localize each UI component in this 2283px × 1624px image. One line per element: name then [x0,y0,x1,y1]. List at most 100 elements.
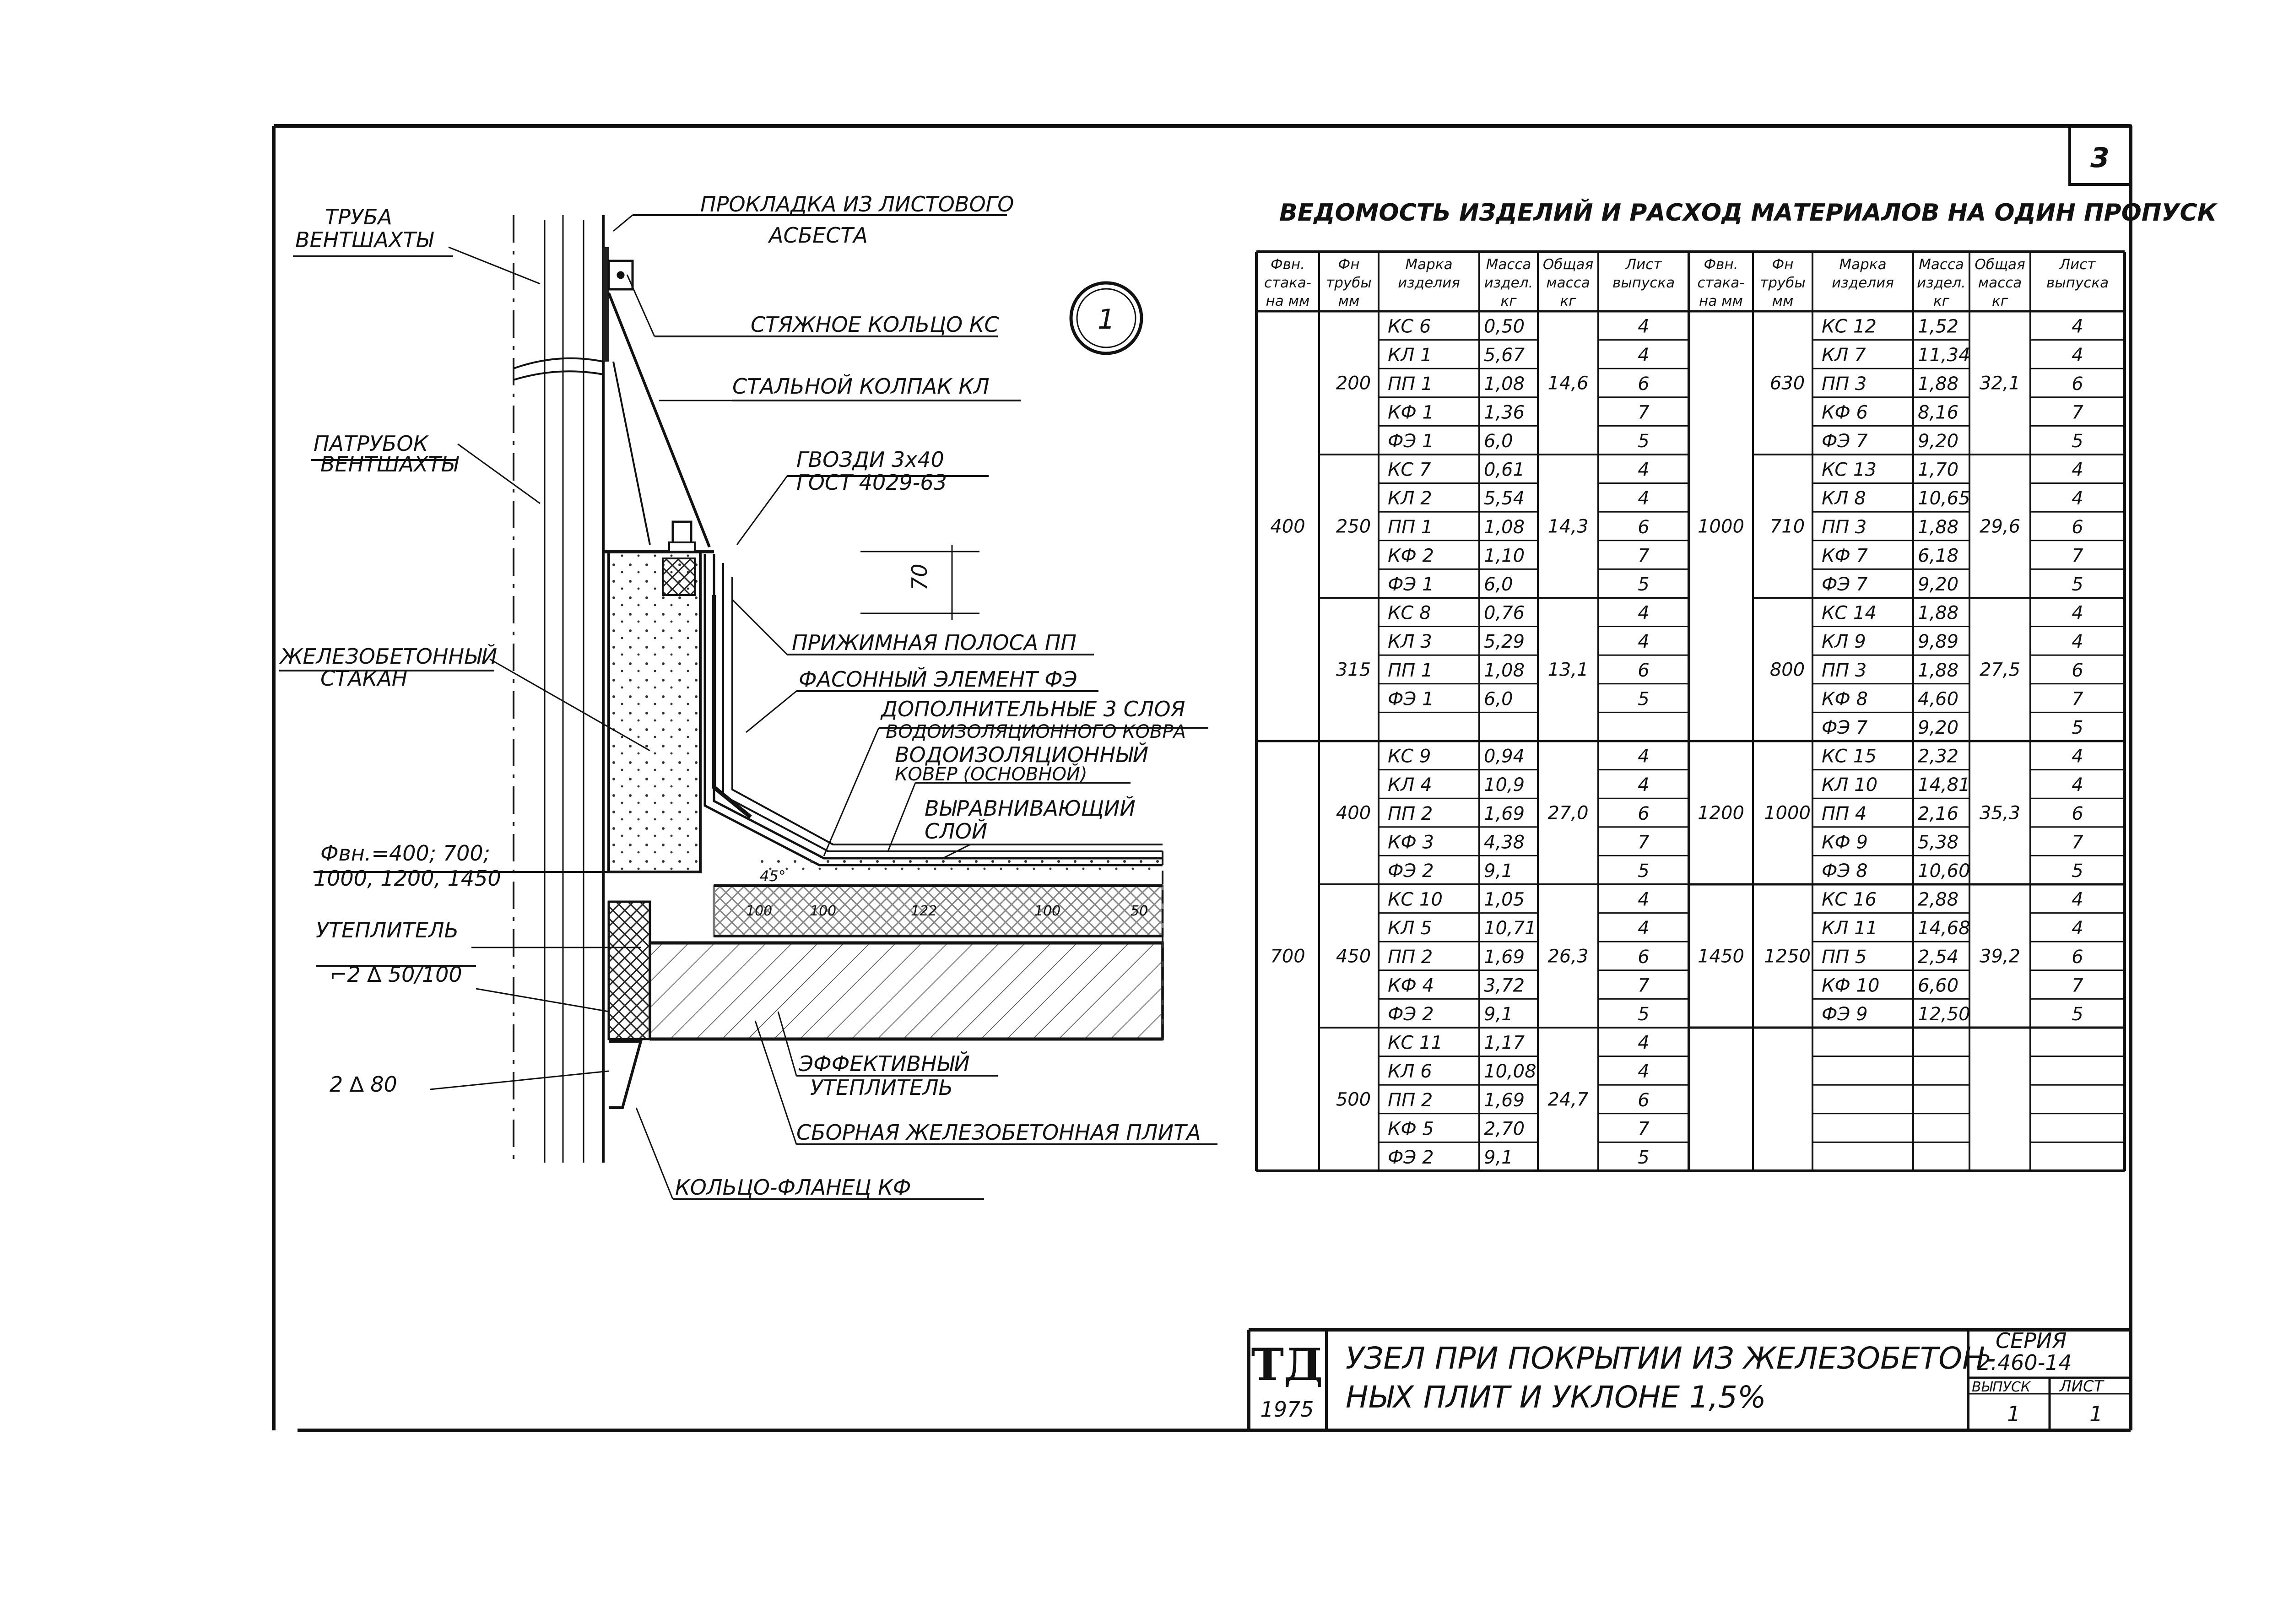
table-cell-sheet: 6 [2072,374,2083,395]
issue-value: 1 [2007,1402,2020,1426]
table-cell-total-mass: 39,2 [1980,946,2020,967]
table-cell-mass: 9,89 [1918,631,1958,652]
callout-diameters: Фвн.=400; 700; [320,841,490,866]
table-cell-total-mass: 35,3 [1980,803,2020,824]
table-cell-mass: 10,65 [1918,488,1970,509]
table-header-cell: на мм [1266,293,1310,309]
table-cell-mark: КЛ 7 [1822,345,1866,366]
table-cell-sheet: 4 [2072,603,2083,624]
detail-number-bubble: 1 [1069,281,1143,355]
table-cell-mass: 14,81 [1918,774,1970,796]
callout-leveling: ВЫРАВНИВАЮЩИЙ [925,796,1136,821]
callout-gasket: АСБЕСТА [768,223,868,248]
table-cell-mass: 2,54 [1918,947,1958,968]
table-cell-mass: 11,34 [1918,345,1970,366]
table-cell-mark: КС 6 [1388,316,1431,337]
table-cell-mass: 1,69 [1484,803,1525,824]
table-cell-mark: ПП 2 [1388,803,1433,824]
table-cell-sheet: 4 [1638,746,1649,767]
table-cell-pipe-diameter: 1000 [1764,803,1811,824]
table-cell-mark: КС 8 [1388,603,1431,624]
table-cell-pipe-diameter: 800 [1770,660,1805,681]
table-cell-mass: 0,94 [1484,746,1525,767]
table-cell-sheet: 6 [1638,517,1649,538]
table-cell-pipe-diameter: 1250 [1764,946,1811,967]
table-cell-mass: 5,38 [1918,832,1958,853]
table-header-cell: Масса [1486,256,1531,273]
table-header-cell: изделия [1398,275,1460,291]
table-cell-glass-diameter: 1000 [1698,516,1744,537]
table-cell-mark: КС 11 [1388,1033,1443,1054]
table-header-cell: Лист [1625,256,1662,273]
table-cell-mark: ФЭ 1 [1388,431,1434,452]
callout-main-carpet: КОВЕР (ОСНОВНОЙ) [895,763,1087,785]
table-cell-glass-diameter: 1200 [1698,803,1744,824]
table-cell-total-mass: 14,6 [1547,373,1588,394]
table-header-cell: Фн [1772,256,1794,273]
table-cell-mark: КЛ 11 [1822,918,1877,939]
table-cell-sheet: 7 [2072,688,2083,709]
table-header-cell: кг [1933,293,1950,309]
table-cell-sheet: 7 [2072,832,2083,853]
table-cell-mass: 9,20 [1918,574,1958,595]
dimension-70: 70 [907,563,932,590]
table-cell-sheet: 4 [1638,774,1649,796]
table-cell-mark: ФЭ 1 [1388,688,1434,709]
table-cell-mark: ПП 2 [1388,1090,1433,1111]
table-cell-sheet: 4 [2072,488,2083,509]
callout-cap: СТАЛЬНОЙ КОЛПАК КЛ [732,374,990,399]
table-cell-mark: КФ 5 [1388,1118,1434,1139]
table-cell-mark: ПП 3 [1822,374,1866,395]
table-cell-mark: ФЭ 8 [1822,861,1868,882]
table-cell-mark: КЛ 6 [1388,1061,1432,1082]
table-cell-mass: 6,0 [1484,574,1513,595]
table-cell-total-mass: 27,5 [1980,660,2020,681]
callout-branch: ВЕНТШАХТЫ [320,452,460,476]
table-cell-mass: 1,08 [1484,374,1525,395]
series-label: СЕРИЯ [1996,1328,2067,1353]
table-cell-sheet: 5 [1638,861,1649,882]
table-header-cell: масса [1546,275,1590,291]
layer-dim: 100 [746,903,772,919]
table-cell-sheet: 6 [1638,803,1649,824]
table-cell-sheet: 5 [2072,1004,2083,1025]
table-cell-mark: КФ 4 [1388,975,1434,996]
drawing-title: УЗЕЛ ПРИ ПОКРЫТИИ ИЗ ЖЕЛЕЗОБЕТОН- [1346,1341,1996,1376]
table-cell-mass: 4,60 [1918,688,1958,709]
table-header-cell: Марка [1405,256,1452,273]
table-cell-pipe-diameter: 710 [1770,516,1805,537]
table-cell-sheet: 7 [1638,545,1650,566]
table-cell-mark: ФЭ 1 [1388,574,1434,595]
table-header-cell: стака- [1264,275,1311,291]
table-header-cell: Фвн. [1704,256,1738,273]
table-cell-mass: 5,67 [1484,345,1525,366]
table-cell-sheet: 7 [2072,975,2083,996]
callout-diameters: 1000, 1200, 1450 [314,866,501,891]
table-cell-mark: КС 14 [1822,603,1877,624]
callout-nails: ГВОЗДИ 3x40 [796,447,944,472]
table-cell-mark: ПП 1 [1388,660,1433,681]
table-cell-mass: 9,20 [1918,431,1958,452]
table-cell-sheet: 5 [1638,431,1649,452]
table-cell-sheet: 4 [2072,631,2083,652]
callout-branch: ПАТРУБОК [314,431,429,456]
table-cell-pipe-diameter: 400 [1336,803,1371,824]
table-cell-sheet: 4 [1638,1061,1649,1082]
table-header-cell: Марка [1839,256,1886,273]
callout-ring: СТЯЖНОЕ КОЛЬЦО КС [751,312,999,337]
table-header-cell: трубы [1326,275,1372,291]
table-cell-mark: ПП 3 [1822,660,1866,681]
callout-extra-layers: ВОДОИЗОЛЯЦИОННОГО КОВРА [886,721,1186,742]
table-cell-mass: 6,0 [1484,431,1513,452]
callout-main-carpet: ВОДОИЗОЛЯЦИОННЫЙ [895,742,1148,767]
table-cell-sheet: 7 [2072,545,2083,566]
table-cell-pipe-diameter: 315 [1336,660,1371,681]
table-cell-pipe-diameter: 630 [1770,373,1805,394]
table-cell-mark: ПП 3 [1822,517,1866,538]
table-cell-sheet: 4 [2072,746,2083,767]
callout-gasket: ПРОКЛАДКА ИЗ ЛИСТОВОГО [700,192,1014,217]
table-cell-sheet: 4 [2072,460,2083,481]
table-header-cell: трубы [1760,275,1806,291]
table-cell-mass: 12,50 [1918,1004,1970,1025]
table-cell-sheet: 6 [1638,947,1649,968]
